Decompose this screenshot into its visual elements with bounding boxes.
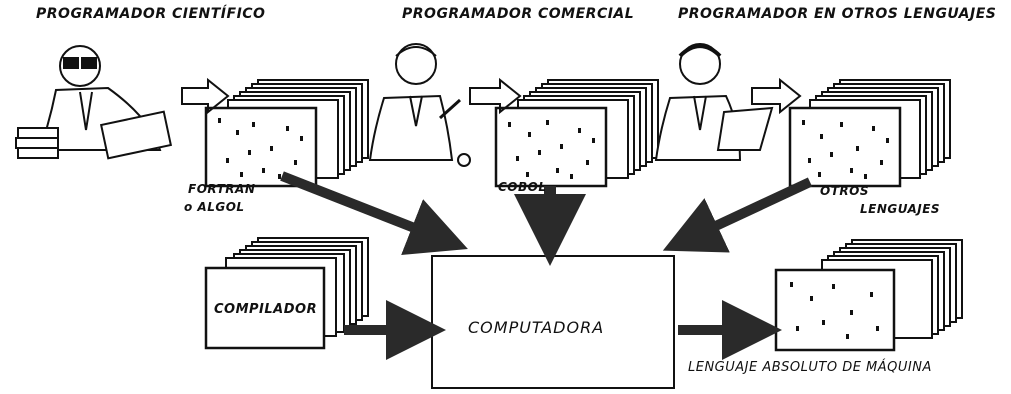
feed-arrows <box>280 171 813 360</box>
header-scientific: PROGRAMADOR CIENTÍFICO <box>36 6 266 22</box>
label-lenguajes: LENGUAJES <box>860 202 941 216</box>
punch-card-deck-cobol <box>494 79 659 188</box>
punch-card-deck-other <box>788 79 951 188</box>
output-deck <box>774 239 963 352</box>
punch-card-deck-fortran <box>204 79 369 188</box>
compiler-deck <box>204 237 369 350</box>
header-other: PROGRAMADOR EN OTROS LENGUAJES <box>678 6 997 22</box>
input-arrows <box>181 77 802 115</box>
commercial-figure <box>368 43 471 167</box>
label-compilador: COMPILADOR <box>214 302 318 317</box>
label-computadora: COMPUTADORA <box>468 318 605 337</box>
label-cobol: COBOL <box>498 180 547 194</box>
label-fortran: FORTRAN <box>188 182 256 196</box>
computer-box <box>431 255 675 389</box>
label-algol: o ALGOL <box>184 200 245 214</box>
other-figure <box>654 43 774 161</box>
label-otros: OTROS <box>820 184 869 198</box>
scientist-figure <box>15 45 173 160</box>
header-commercial: PROGRAMADOR COMERCIAL <box>402 6 635 22</box>
label-output: LENGUAJE ABSOLUTO DE MÁQUINA <box>688 360 932 375</box>
